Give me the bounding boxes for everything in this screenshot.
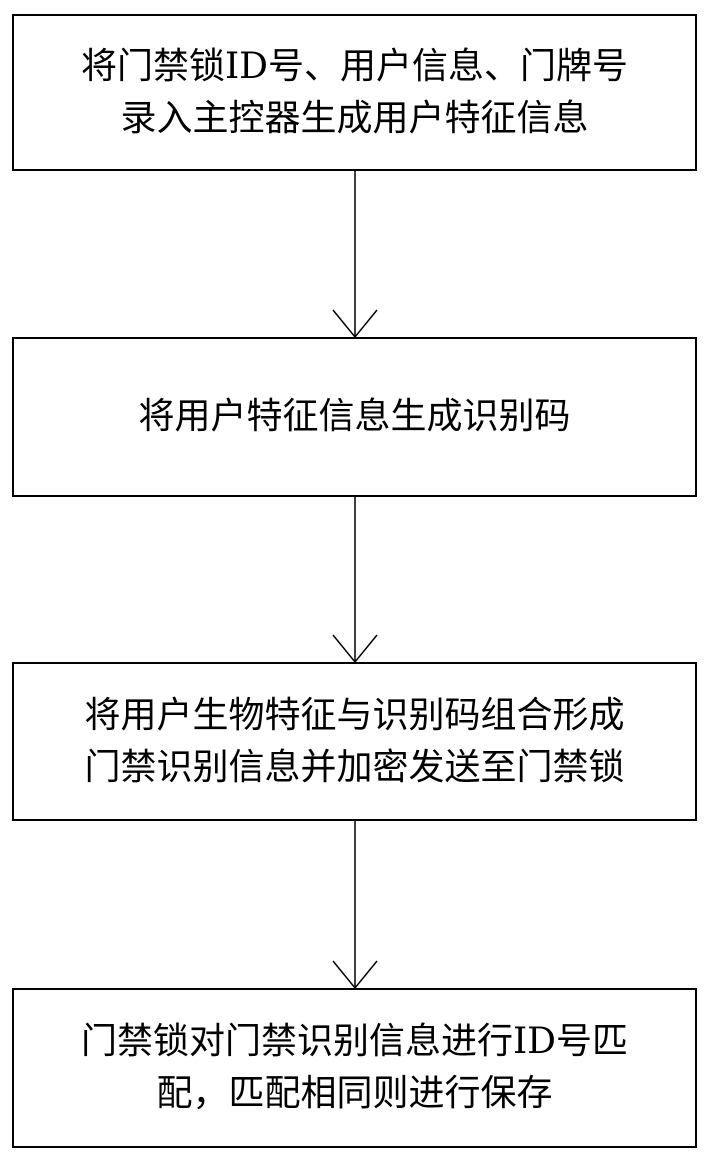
- flow-step-3-line-2: 门禁识别信息并加密发送至门禁锁: [84, 746, 625, 788]
- flow-step-2-text: 将用户特征信息生成识别码: [138, 391, 570, 443]
- arrow-step1-to-step2: [332, 171, 378, 339]
- flow-step-3-line-1: 将用户生物特征与识别码组合形成: [84, 694, 625, 736]
- flow-step-4-text: 门禁锁对门禁识别信息进行ID号匹 配，匹配相同则进行保存: [81, 1016, 628, 1120]
- arrow-step2-to-step3: [332, 497, 378, 664]
- flow-step-1-line-2: 录入主控器生成用户特征信息: [120, 97, 589, 139]
- flow-step-3: 将用户生物特征与识别码组合形成 门禁识别信息并加密发送至门禁锁: [12, 662, 697, 821]
- arrow-step3-to-step4: [332, 821, 378, 990]
- flow-step-3-text: 将用户生物特征与识别码组合形成 门禁识别信息并加密发送至门禁锁: [84, 690, 624, 794]
- flow-step-4-line-2: 配，匹配相同则进行保存: [156, 1073, 553, 1114]
- flow-step-4: 门禁锁对门禁识别信息进行ID号匹 配，匹配相同则进行保存: [12, 988, 697, 1148]
- flow-step-4-line-1: 门禁锁对门禁识别信息进行ID号匹: [80, 1021, 629, 1062]
- flow-step-1-line-1: 将门禁锁ID号、用户信息、门牌号: [80, 45, 629, 87]
- flow-step-2: 将用户特征信息生成识别码: [12, 337, 697, 497]
- flow-step-1: 将门禁锁ID号、用户信息、门牌号 录入主控器生成用户特征信息: [12, 14, 697, 171]
- flow-step-1-text: 将门禁锁ID号、用户信息、门牌号 录入主控器生成用户特征信息: [81, 41, 628, 145]
- flow-step-2-line-1: 将用户特征信息生成识别码: [138, 396, 571, 437]
